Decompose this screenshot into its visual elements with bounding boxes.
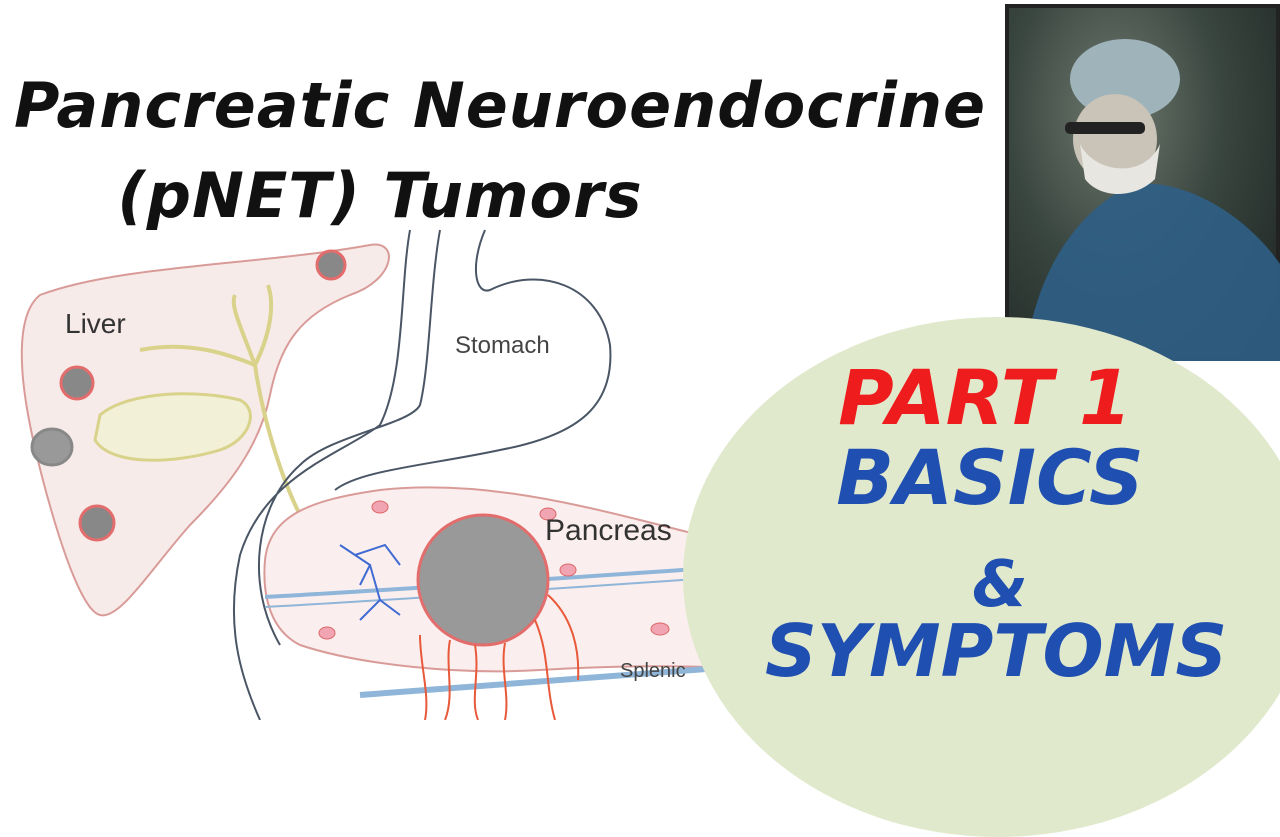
islet [539, 507, 557, 521]
surgeon-gown [1025, 183, 1280, 361]
stomach-outline [232, 229, 612, 720]
pancreatic-tumor [416, 513, 550, 647]
liver-tumor [30, 427, 74, 467]
surgeon-mask [1080, 144, 1160, 194]
gallbladder [93, 392, 252, 462]
pancreatic-duct [339, 543, 401, 621]
stomach-label: Stomach [455, 332, 550, 359]
anatomy-diagram: Liver Stomach Pancreas Splenic [20, 229, 760, 720]
tumor-vessels [419, 594, 580, 720]
surgeon-photo [1005, 4, 1280, 361]
ampersand-label: & [972, 548, 1028, 622]
liver-tumor [59, 365, 95, 401]
bile-duct [139, 284, 311, 592]
title-line-2: (pNET) Tumors [117, 159, 643, 232]
pancreas-label: Pancreas [545, 514, 672, 547]
liver-label: Liver [65, 308, 126, 339]
liver-tumor [78, 504, 116, 542]
islet [371, 500, 389, 514]
loupes [1065, 122, 1145, 134]
splenic-label: Splenic [620, 660, 686, 682]
part-label: PART 1 [838, 353, 1132, 442]
islet [559, 563, 577, 577]
symptoms-label: SYMPTOMS [765, 609, 1228, 693]
islet [650, 622, 670, 636]
title-line-1: Pancreatic Neuroendocrine [13, 69, 987, 142]
liver-tumor [315, 249, 347, 281]
islet [318, 626, 336, 640]
basics-label: BASICS [836, 433, 1144, 522]
